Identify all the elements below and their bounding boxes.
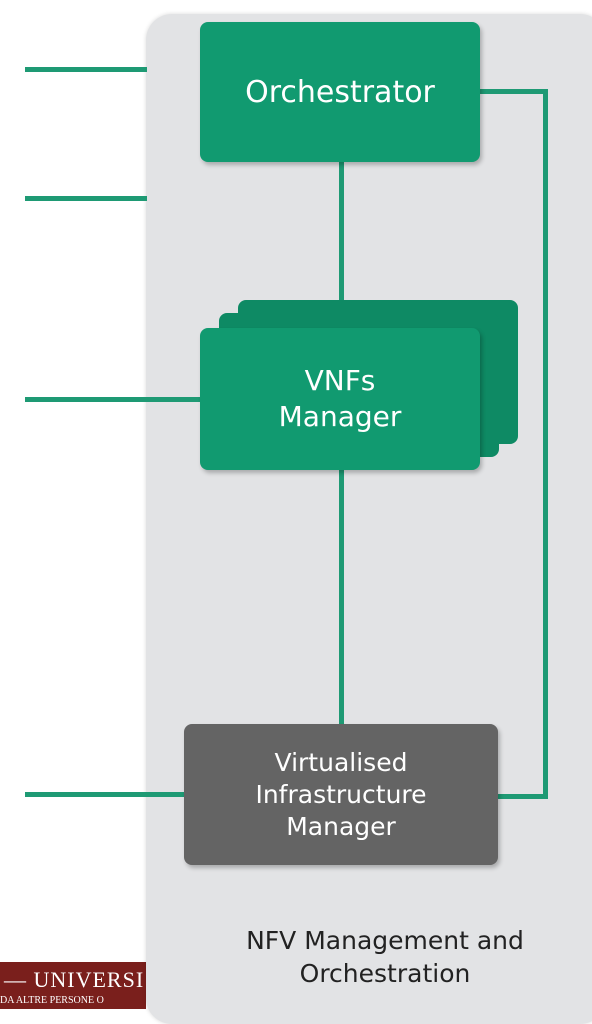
university-logo-banner: — UNIVERSI DA ALTRE PERSONE O bbox=[0, 962, 146, 1009]
vim-box: Virtualised Infrastructure Manager bbox=[184, 724, 498, 865]
vim-label-line2: Infrastructure bbox=[255, 779, 427, 809]
orchestrator-external-line-1 bbox=[25, 67, 147, 72]
vnfm-external-line bbox=[25, 397, 201, 402]
vnfm-to-vim-connector bbox=[339, 468, 344, 726]
vim-external-line bbox=[25, 792, 185, 797]
orchestrator-label: Orchestrator bbox=[245, 74, 435, 110]
orchestrator-right-connector-h bbox=[478, 89, 548, 94]
vim-label-line3: Manager bbox=[286, 811, 396, 841]
orchestrator-box: Orchestrator bbox=[200, 22, 480, 162]
vnfs-manager-box: VNFs Manager bbox=[200, 328, 480, 470]
university-logo-text: — UNIVERSI bbox=[4, 967, 145, 992]
university-logo-subtext: DA ALTRE PERSONE O bbox=[0, 995, 104, 1006]
panel-caption-line1: NFV Management and bbox=[246, 926, 524, 955]
vim-right-connector-h bbox=[496, 794, 548, 799]
orchestrator-external-line-2 bbox=[25, 196, 147, 201]
panel-caption-line2: Orchestration bbox=[299, 959, 471, 988]
orchestrator-vim-right-connector-v bbox=[543, 89, 548, 799]
nfv-mano-panel bbox=[146, 14, 592, 1024]
vnfs-manager-label-line2: Manager bbox=[278, 400, 402, 433]
orchestrator-to-vnfm-connector bbox=[339, 160, 344, 330]
panel-caption: NFV Management and Orchestration bbox=[190, 924, 580, 990]
vim-label-line1: Virtualised bbox=[274, 747, 408, 777]
vnfs-manager-label-line1: VNFs bbox=[304, 364, 376, 397]
